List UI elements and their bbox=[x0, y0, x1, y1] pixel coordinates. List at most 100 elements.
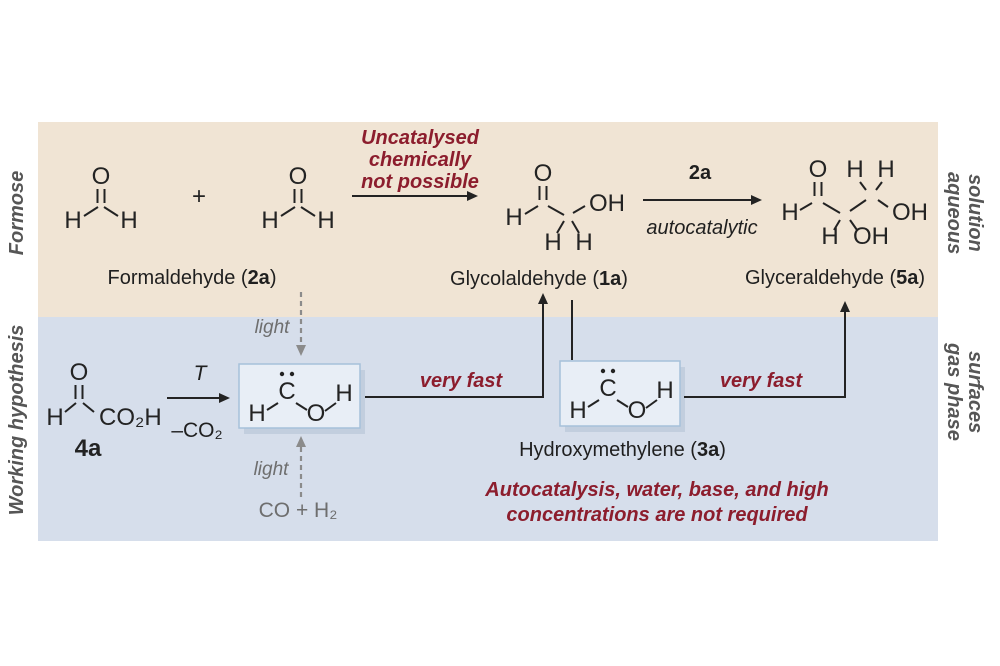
side-label-gas-phase-surfaces: gas phase surfaces bbox=[943, 343, 986, 441]
bond bbox=[849, 219, 858, 231]
atom-H: H bbox=[781, 199, 798, 226]
light-label-top: light bbox=[254, 317, 290, 338]
formaldehyde-molecule-1: O H H bbox=[64, 163, 137, 234]
bond bbox=[324, 402, 337, 412]
compound-code: 3a bbox=[696, 439, 720, 461]
bond bbox=[295, 402, 308, 411]
atom-H: H bbox=[877, 156, 894, 183]
compound-code: 5a bbox=[896, 267, 919, 289]
hypothesis-band bbox=[38, 317, 938, 541]
side-label-aqueous-solution: aqueous solution bbox=[943, 171, 986, 255]
bond bbox=[572, 205, 586, 214]
bond bbox=[849, 199, 867, 212]
atom-H: H bbox=[64, 207, 81, 234]
atom-O: O bbox=[628, 397, 647, 424]
hydroxymethylene-box-left: C H O H bbox=[238, 363, 365, 434]
bond bbox=[833, 219, 841, 231]
lone-pair-dot bbox=[289, 371, 295, 377]
atom-O: O bbox=[809, 156, 828, 183]
compound-code: 2a bbox=[247, 267, 270, 289]
atom-H: H bbox=[544, 229, 561, 256]
temperature-label: T bbox=[193, 362, 207, 385]
atom-CO2H: CO₂H bbox=[99, 404, 162, 431]
atom-O: O bbox=[534, 160, 553, 187]
hydroxymethylene-label: Hydroxymethylene (3a) bbox=[500, 439, 745, 461]
box bbox=[238, 363, 361, 429]
bond bbox=[645, 399, 658, 409]
atom-H: H bbox=[120, 207, 137, 234]
atom-H: H bbox=[569, 397, 586, 424]
formaldehyde-label: Formaldehyde (2a) bbox=[92, 267, 292, 289]
glyceraldehyde-label: Glyceraldehyde (5a) bbox=[735, 267, 935, 289]
light-label-bottom: light bbox=[253, 459, 289, 480]
box bbox=[559, 360, 681, 427]
atom-O: O bbox=[307, 400, 326, 427]
minus-co2-label: –CO₂ bbox=[171, 419, 223, 442]
bond bbox=[877, 199, 889, 208]
uncatalysed-note-line1: Uncatalysed bbox=[361, 127, 479, 149]
bond bbox=[300, 206, 316, 217]
requirements-note: Autocatalysis, water, base, and high con… bbox=[442, 478, 872, 528]
atom-H: H bbox=[261, 207, 278, 234]
bond bbox=[280, 206, 296, 217]
atom-C: C bbox=[599, 375, 616, 402]
uncatalysed-note-line3: not possible bbox=[361, 171, 479, 193]
very-fast-arrow-left bbox=[365, 293, 548, 398]
atom-OH: OH bbox=[589, 190, 625, 217]
atom-H: H bbox=[821, 223, 838, 250]
atom-H: H bbox=[575, 229, 592, 256]
glycolaldehyde-label: Glycolaldehyde (1a) bbox=[439, 268, 639, 290]
label-suffix: ) bbox=[719, 439, 726, 461]
bond bbox=[524, 205, 539, 215]
bond bbox=[799, 202, 813, 211]
bond bbox=[83, 206, 99, 217]
atom-OH: OH bbox=[892, 199, 928, 226]
very-fast-label-right: very fast bbox=[719, 370, 803, 392]
label-suffix: ) bbox=[918, 267, 926, 289]
plus-sign: + bbox=[192, 183, 206, 210]
atom-H: H bbox=[46, 404, 63, 431]
uncatalysed-note-line2: chemically bbox=[368, 149, 472, 171]
bond bbox=[547, 205, 565, 216]
bond bbox=[616, 399, 629, 408]
requirements-note-line2: concentrations are not required bbox=[506, 504, 808, 526]
bond bbox=[556, 220, 565, 234]
glycolaldehyde-molecule: O H OH H H bbox=[505, 160, 625, 256]
label-suffix: ) bbox=[269, 267, 277, 289]
bond bbox=[266, 402, 279, 411]
requirements-note-line1: Autocatalysis, water, base, and high bbox=[485, 479, 829, 501]
bond bbox=[859, 181, 867, 191]
bond bbox=[822, 202, 841, 214]
formose-band bbox=[38, 122, 938, 317]
atom-H: H bbox=[248, 400, 265, 427]
very-fast-arrow-right bbox=[684, 301, 850, 398]
bond bbox=[587, 399, 600, 408]
glyoxylic-acid-molecule: O H CO₂H 4a bbox=[46, 359, 161, 462]
atom-O: O bbox=[289, 163, 308, 190]
atom-OH: OH bbox=[853, 223, 889, 250]
atom-H: H bbox=[656, 377, 673, 404]
label-prefix: Glycolaldehyde ( bbox=[450, 268, 600, 290]
lone-pair-dot bbox=[610, 368, 616, 374]
co-h2-label: CO + H₂ bbox=[258, 499, 338, 522]
glyceraldehyde-molecule: O H H OH H H OH bbox=[781, 156, 928, 250]
autocatalytic-step-note: autocatalytic bbox=[646, 217, 758, 239]
bond bbox=[82, 402, 95, 413]
bond bbox=[875, 181, 883, 191]
autocatalytic-step-reagent: 2a bbox=[688, 162, 712, 184]
label-prefix: Formaldehyde ( bbox=[107, 267, 248, 289]
lone-pair-dot bbox=[600, 368, 606, 374]
atom-O: O bbox=[70, 359, 89, 386]
label-prefix: Hydroxymethylene ( bbox=[519, 439, 697, 461]
label-prefix: Glyceraldehyde ( bbox=[744, 267, 897, 289]
lone-pair-dot bbox=[279, 371, 285, 377]
bond bbox=[571, 220, 580, 234]
compound-code-4a: 4a bbox=[75, 435, 102, 462]
very-fast-label-left: very fast bbox=[419, 370, 503, 392]
hydroxymethylene-box-right: C H O H bbox=[559, 360, 685, 432]
atom-H: H bbox=[335, 380, 352, 407]
atom-H: H bbox=[505, 204, 522, 231]
atom-O: O bbox=[92, 163, 111, 190]
label-suffix: ) bbox=[621, 268, 628, 290]
